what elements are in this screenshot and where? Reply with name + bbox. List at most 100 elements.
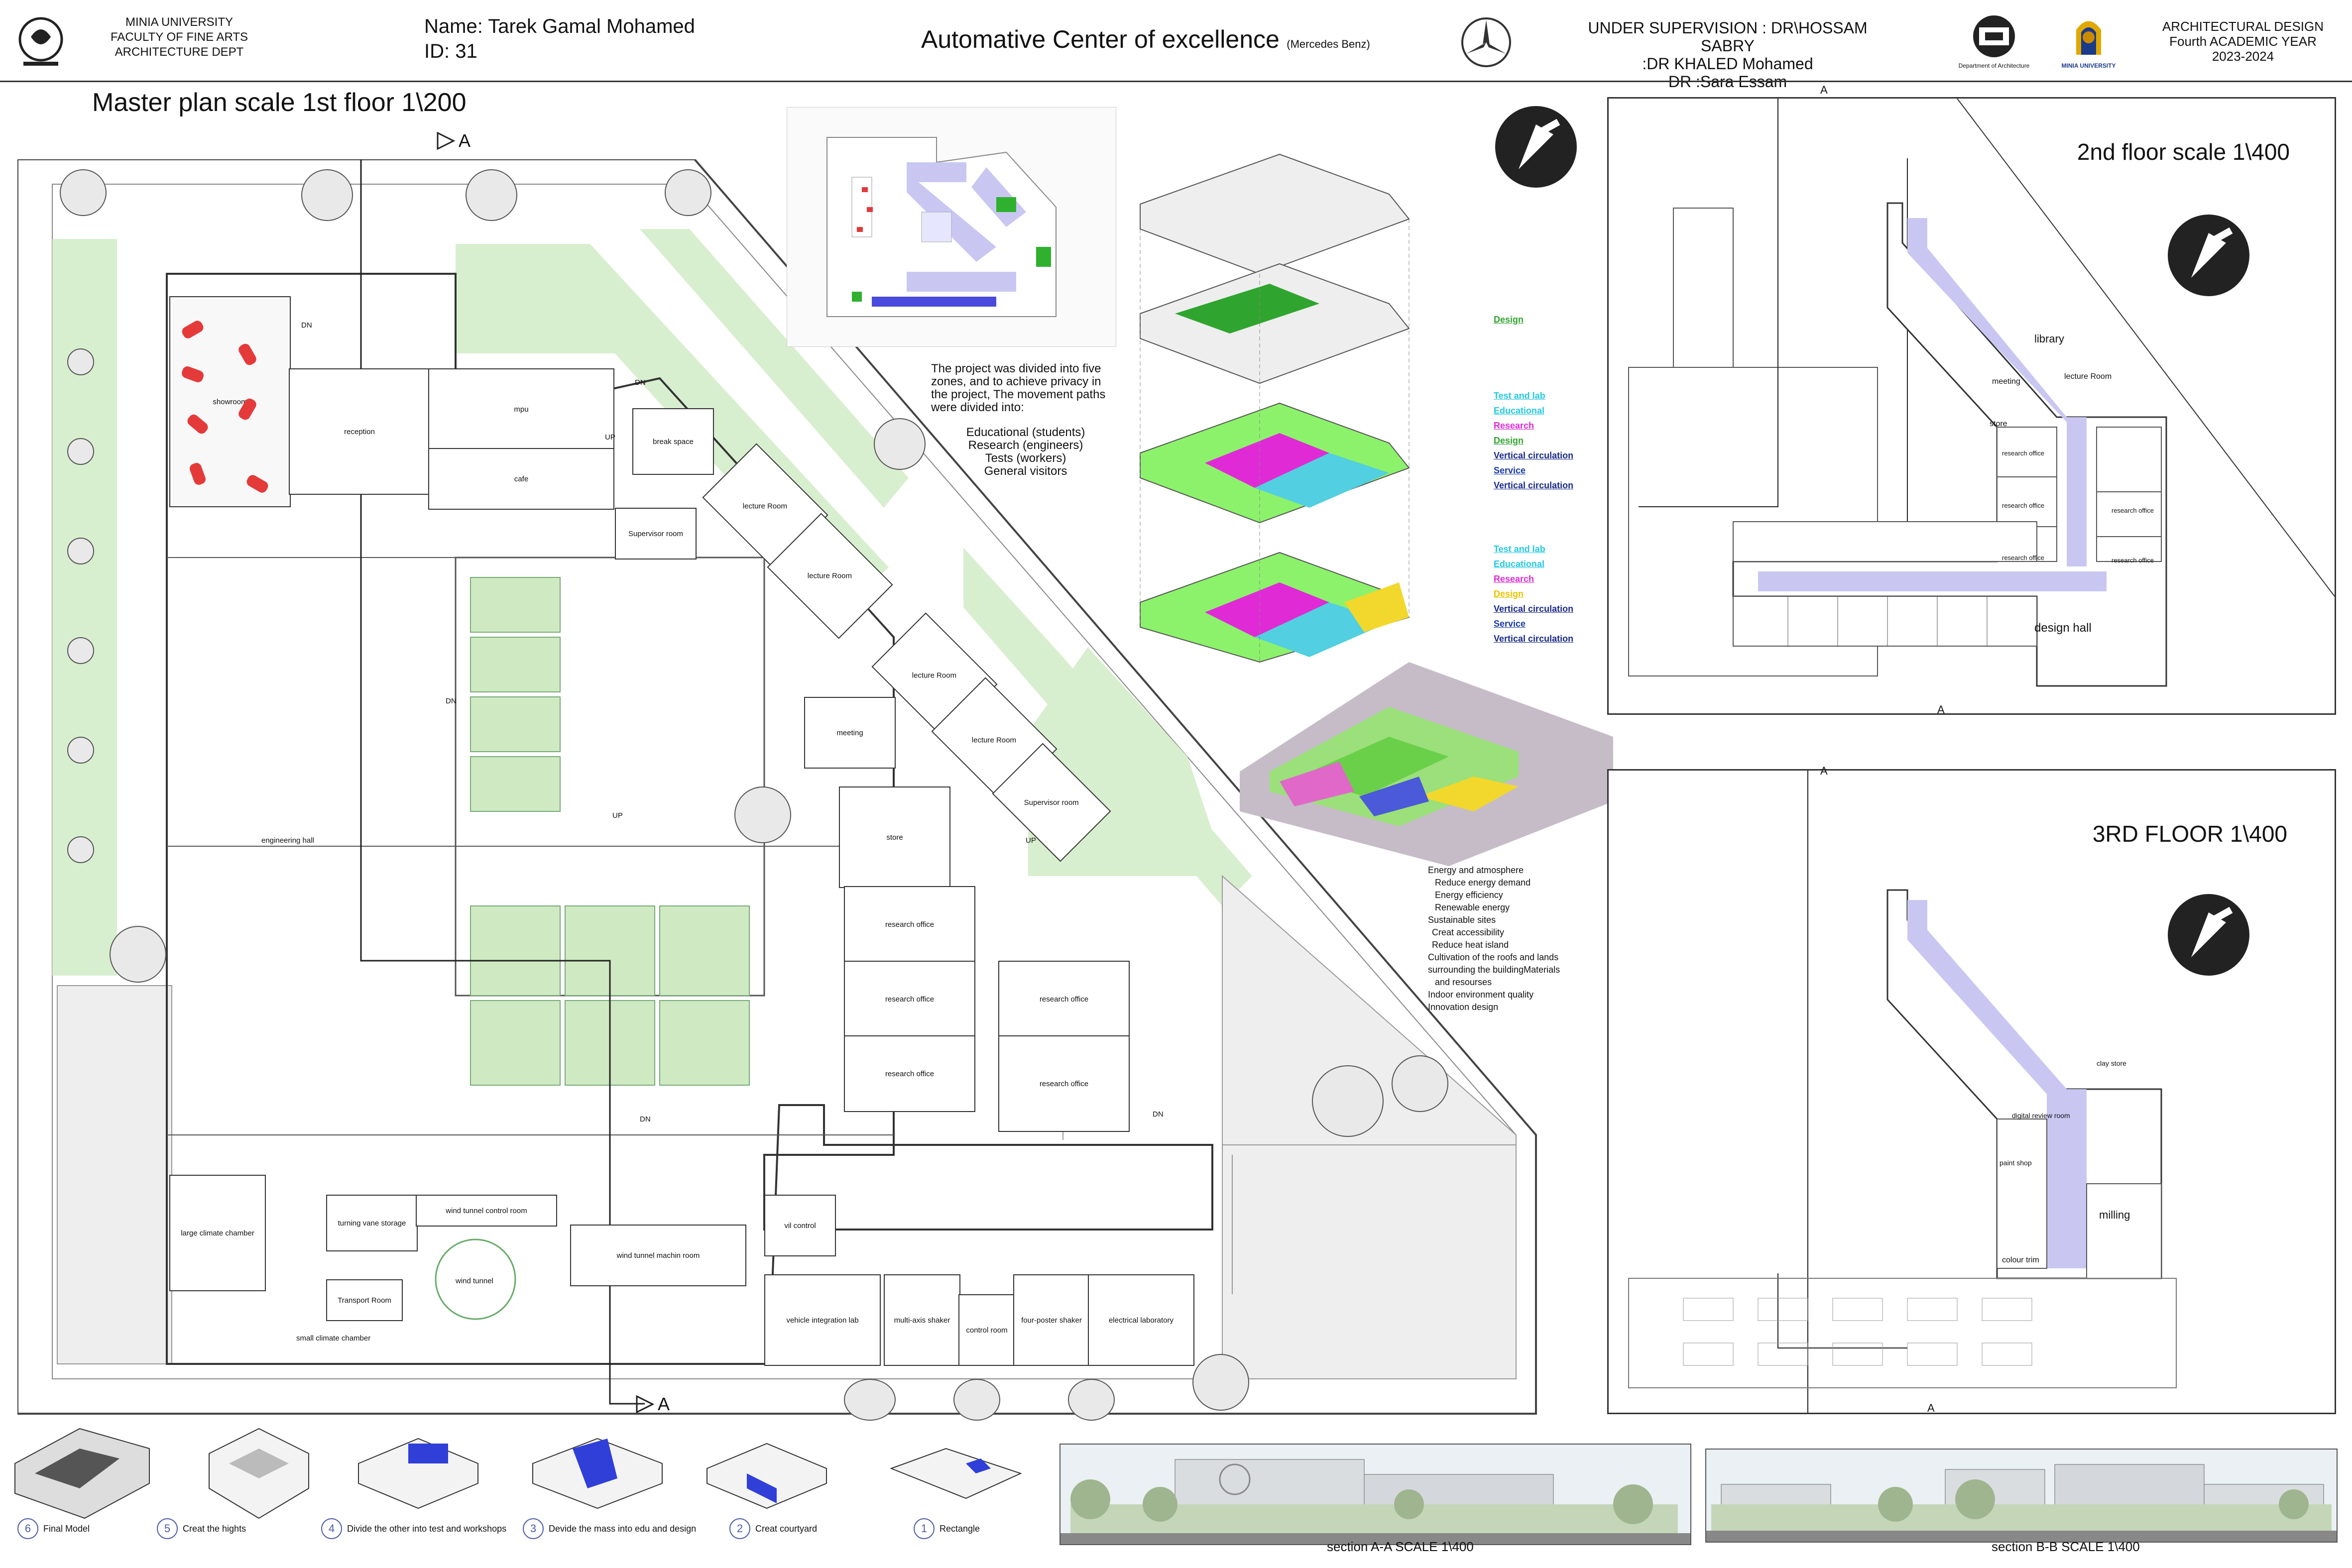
- stair-down-label: DN: [446, 697, 457, 705]
- legend-vertical-circulation: Vertical circulation: [1494, 634, 1574, 644]
- sustain-innovation: Innovation design: [1428, 1002, 1499, 1012]
- academic-year: 2023-2024: [2212, 49, 2274, 64]
- vehicle-integration-lab: vehicle integration lab: [764, 1274, 881, 1366]
- academic-year-level: Fourth ACADEMIC YEAR: [2169, 34, 2317, 49]
- second-floor-plan: [1628, 99, 2335, 687]
- step-label: Divide the other into test and workshops: [347, 1523, 507, 1534]
- sustain-indoor: Indoor environment quality: [1428, 990, 1534, 1000]
- room-design-hall: design hall: [2034, 621, 2092, 635]
- sustain-efficiency: Energy efficiency: [1435, 890, 1503, 900]
- exploded-levels-drawing: [1140, 153, 1410, 663]
- wind-tunnel-control-room: wind tunnel control room: [416, 1195, 557, 1227]
- tree: [1392, 1055, 1448, 1112]
- section-marker-top: A: [436, 130, 470, 151]
- stair-up-label: UP: [1026, 836, 1036, 845]
- form-step-3: 3 Devide the mass into edu and design: [523, 1518, 696, 1539]
- master-plan: A A showroom reception mpu cafe break sp…: [17, 130, 1541, 1421]
- room-milling: milling: [2099, 1209, 2130, 1221]
- legend-vertical-circulation: Vertical circulation: [1494, 480, 1574, 490]
- sustain-renewable: Renewable energy: [1435, 902, 1510, 912]
- section-marker-bottom: A: [635, 1394, 670, 1415]
- supervision-line-1: UNDER SUPERVISION : DR\HOSSAM SABRY: [1588, 19, 1868, 55]
- mpu: mpu: [428, 368, 614, 450]
- tree: [734, 786, 791, 843]
- tree: [953, 1379, 1000, 1421]
- room-meeting: meeting: [1992, 377, 2020, 386]
- cafe: cafe: [428, 448, 614, 510]
- room-digital-review: digital review room: [2012, 1112, 2070, 1120]
- stair-up-label: UP: [605, 433, 615, 442]
- room-clay-store: clay store: [2097, 1059, 2126, 1067]
- transport-room: Transport Room: [326, 1279, 403, 1321]
- room-research-5: research office: [2112, 557, 2154, 564]
- section-label-bottom: A: [658, 1394, 670, 1414]
- turning-vane-storage: turning vane storage: [326, 1195, 418, 1251]
- department-logo-icon: [1973, 15, 2015, 57]
- sustain-sites: Sustainable sites: [1428, 915, 1496, 925]
- tree: [67, 637, 94, 664]
- room-research-4: research office: [2112, 507, 2154, 514]
- tree: [301, 169, 353, 221]
- project-title: Automative Center of excellence: [921, 25, 1280, 53]
- sustain-heat-island: Reduce heat island: [1432, 940, 1509, 950]
- second-floor-panel: 2nd floor scale 1\400 A A library meetin…: [1607, 84, 2336, 716]
- section-b-drawing: [1706, 1450, 2337, 1542]
- zoning-mini-plan: [787, 107, 1116, 347]
- legend-research: Research: [1494, 421, 1534, 431]
- master-plan-title: Master plan scale 1st floor 1\200: [92, 88, 467, 117]
- step-number: 5: [157, 1518, 178, 1539]
- second-floor-section-bottom: A: [1937, 703, 1945, 716]
- zoning-plan-drawing: [826, 137, 1057, 317]
- room-research-3: research office: [2002, 554, 2045, 561]
- supervisor-room-1: Supervisor room: [615, 508, 697, 560]
- tree: [844, 1379, 896, 1421]
- legend-service: Service: [1494, 619, 1526, 629]
- multi-axis-shaker: multi-axis shaker: [884, 1274, 960, 1366]
- large-climate-chamber: large climate chamber: [169, 1175, 266, 1291]
- research-office-4: research office: [998, 961, 1130, 1037]
- path-tests: Tests (workers): [985, 451, 1066, 465]
- sustain-energy: Energy and atmosphere: [1428, 865, 1524, 875]
- supervision-line-2: :DR KHALED Mohamed: [1642, 55, 1813, 73]
- legend-test-lab: Test and lab: [1494, 391, 1545, 401]
- room-lecture: lecture Room: [2064, 372, 2112, 381]
- university-name: MINIA UNIVERSITY: [125, 15, 234, 29]
- control-room: control room: [958, 1294, 1015, 1366]
- third-floor-plan: [1628, 771, 2177, 1413]
- project-subtitle: (Mercedes Benz): [1287, 38, 1370, 50]
- four-poster-shaker: four-poster shaker: [1013, 1274, 1090, 1366]
- aerial-render: [1240, 662, 1613, 866]
- wind-tunnel-label: wind tunnel: [456, 1277, 493, 1285]
- sustain-accessibility: Creat accessibility: [1432, 927, 1505, 937]
- section-a-drawing: [1060, 1445, 1690, 1544]
- stair-down-label: DN: [635, 378, 646, 387]
- tree: [67, 348, 94, 375]
- research-office-1: research office: [844, 886, 975, 963]
- path-research: Research (engineers): [968, 439, 1083, 452]
- section-a-a-label: section A-A SCALE 1\400: [1327, 1539, 1474, 1554]
- room-colour-trim: colour trim: [2002, 1256, 2039, 1264]
- north-arrow-icon: [1495, 106, 1577, 188]
- tree: [67, 538, 94, 564]
- stair-down-label: DN: [301, 321, 312, 330]
- step-number: 2: [729, 1518, 750, 1539]
- step-number: 6: [17, 1518, 38, 1539]
- path-educational: Educational (students): [966, 426, 1085, 439]
- header-bar: MINIA UNIVERSITY FACULTY OF FINE ARTS AR…: [0, 0, 2352, 91]
- tree: [1068, 1379, 1115, 1421]
- room-research-1: research office: [2002, 449, 2045, 457]
- step-number: 3: [523, 1518, 544, 1539]
- step-label: Devide the mass into edu and design: [549, 1523, 697, 1534]
- section-b-b: [1705, 1449, 2338, 1543]
- zoning-description: The project was divided into five zones,…: [931, 362, 1120, 478]
- sustainability-list: Energy and atmosphere Reduce energy dema…: [1428, 864, 1560, 1013]
- tree: [67, 836, 94, 863]
- legend-research: Research: [1494, 574, 1534, 584]
- step-number: 1: [914, 1518, 935, 1539]
- zoning-intro: The project was divided into five zones,…: [931, 362, 1106, 414]
- research-office-5: research office: [998, 1035, 1130, 1132]
